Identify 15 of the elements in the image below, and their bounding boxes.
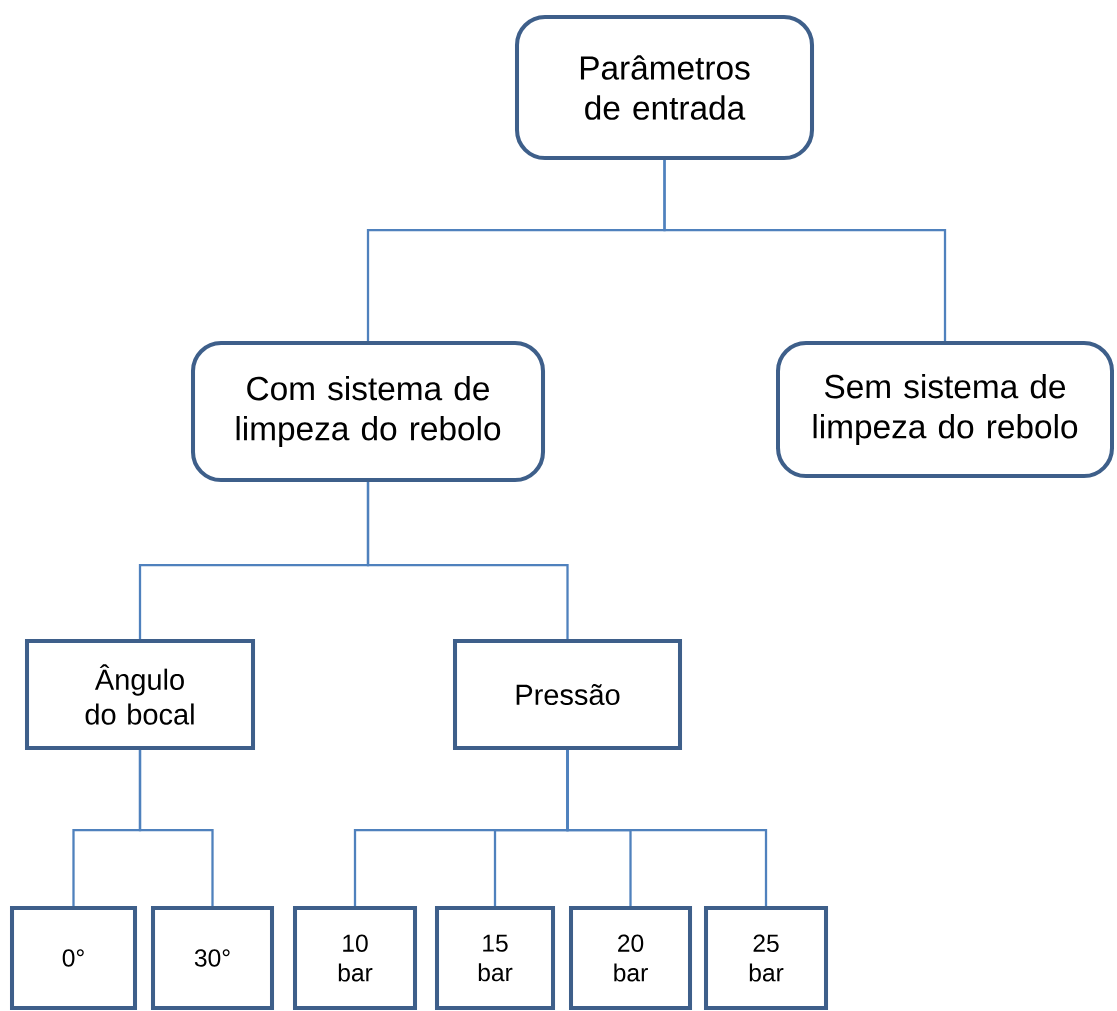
connector-line bbox=[138, 750, 214, 906]
connector-line bbox=[366, 482, 569, 639]
connector-line bbox=[566, 750, 768, 906]
process-box: 15 bar bbox=[435, 906, 556, 1011]
process-box: Ângulo do bocal bbox=[25, 639, 255, 751]
connector-line bbox=[663, 160, 947, 341]
rounded-box: Com sistema de limpeza do rebolo bbox=[191, 341, 546, 483]
process-box: Pressão bbox=[453, 639, 683, 751]
process-box: 25 bar bbox=[704, 906, 829, 1011]
process-box: 20 bar bbox=[569, 906, 693, 1011]
process-box: 30° bbox=[151, 906, 275, 1011]
rounded-box: Sem sistema de limpeza do rebolo bbox=[776, 341, 1115, 479]
rounded-box: Parâmetros de entrada bbox=[515, 15, 815, 161]
process-box: 0° bbox=[10, 906, 137, 1011]
process-box: 10 bar bbox=[293, 906, 417, 1011]
